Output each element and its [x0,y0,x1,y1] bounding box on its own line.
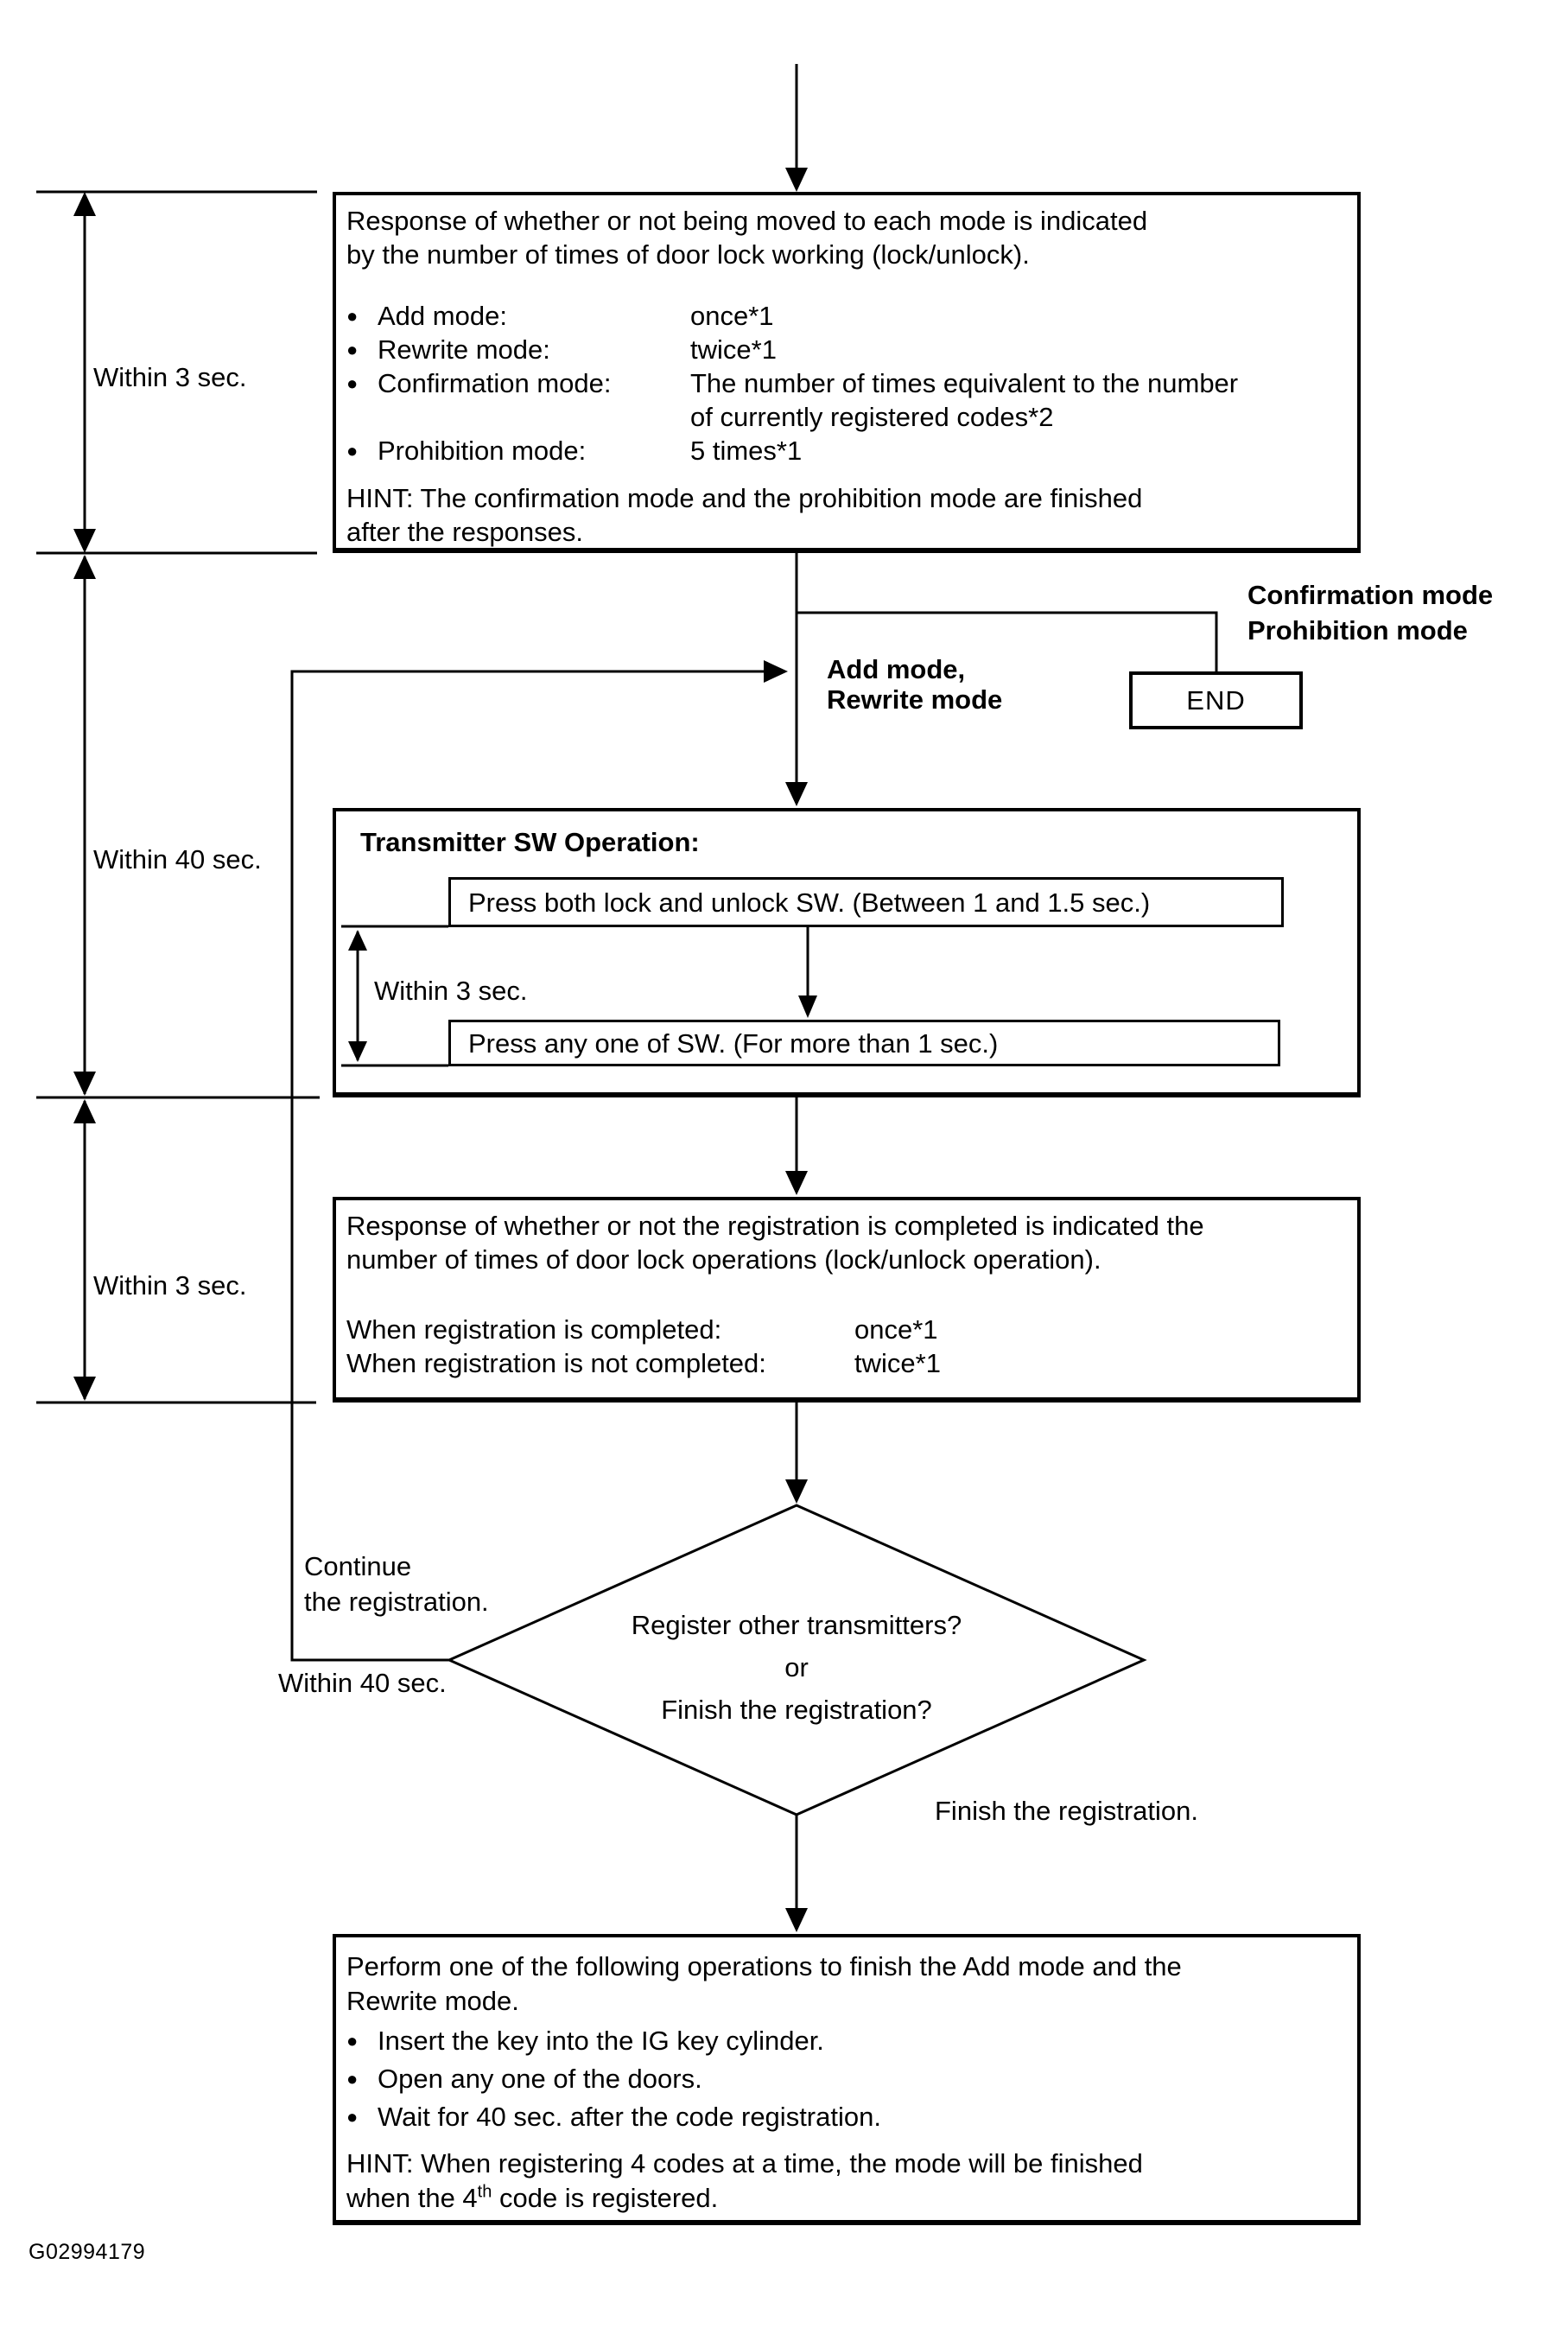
arrowhead-entry [785,168,808,192]
finish-bullet-3: ● Wait for 40 sec. after the code regist… [346,2098,1347,2136]
arrowheads [73,168,817,1932]
end-terminator: END [1129,671,1303,729]
mode-response-line2: by the number of times of door lock work… [346,239,1030,270]
mode-response-box: Response of whether or not being moved t… [333,192,1361,553]
arrowhead-span2-down [73,1072,96,1096]
transmitter-step2-box: Press any one of SW. (For more than 1 se… [448,1020,1280,1066]
finish-registration-label: Finish the registration. [935,1796,1198,1826]
within-40-sec-label: Within 40 sec. [278,1668,447,1698]
transmitter-operation-box: Transmitter SW Operation: Press both loc… [333,808,1361,1097]
arrowhead-inner-down [348,1041,367,1062]
registration-response-box: Response of whether or not the registrat… [333,1197,1361,1403]
registration-not-completed-row: When registration is not completed: twic… [346,1348,941,1378]
arrowhead-into-finish [785,1908,808,1932]
mode-hint-line1: HINT: The confirmation mode and the proh… [346,483,1143,513]
transmitter-within-label: Within 3 sec. [374,976,528,1006]
arrowhead-span2-up [73,555,96,579]
bullet-dot: ● [346,440,359,461]
flow-lines [36,64,1218,1910]
bullet-dot: ● [346,372,359,394]
finish-bullet-1: ● Insert the key into the IG key cylinde… [346,2022,1347,2060]
transmitter-box-title: Transmitter SW Operation: [360,827,700,857]
bullet-dot: ● [346,2030,359,2051]
finish-line1: Perform one of the following operations … [346,1951,1182,1981]
line-branch-to-end [797,611,1218,671]
registration-response-line1: Response of whether or not the registrat… [346,1211,1204,1241]
bullet-dot: ● [346,305,359,327]
figure-id: G02994179 [29,2240,146,2264]
mode-bullet-rewrite: ● Rewrite mode: twice*1 [346,334,777,365]
bullet-dot: ● [346,2068,359,2089]
mode-bullet-add: ● Add mode: once*1 [346,301,774,331]
confirmation-prohibition-label: Confirmation mode Prohibition mode [1247,580,1494,646]
arrowhead-span1-down [73,529,96,553]
arrowhead-span1-up [73,192,96,216]
arrowhead-into-diamond [785,1479,808,1504]
mode-bullet-confirmation: ● Confirmation mode: The number of times… [346,368,1239,432]
timeline-span2-label: Within 40 sec. [93,844,262,875]
decision-diamond-text: Register other transmitters? or Finish t… [631,1610,962,1725]
registration-completed-row: When registration is completed: once*1 [346,1314,938,1345]
bullet-dot: ● [346,339,359,360]
mode-response-line1: Response of whether or not being moved t… [346,206,1148,236]
arrowhead-step1-step2 [798,995,817,1018]
finish-bullet-2: ● Open any one of the doors. [346,2060,1347,2098]
timeline-span1-label: Within 3 sec. [93,362,247,392]
add-rewrite-label: Add mode, Rewrite mode [827,654,1003,715]
mode-bullet-prohibition: ● Prohibition mode: 5 times*1 [346,436,803,466]
arrowhead-into-transmitter [785,782,808,806]
finish-mode-box: Perform one of the following operations … [333,1934,1361,2225]
arrowhead-span3-down [73,1377,96,1401]
finish-line2: Rewrite mode. [346,1986,519,2016]
registration-response-line2: number of times of door lock operations … [346,1244,1101,1275]
finish-hint-line2: when the 4th code is registered. [346,2182,719,2213]
continue-registration-label: Continue the registration. [304,1551,489,1617]
transmitter-step1-box: Press both lock and unlock SW. (Between … [448,877,1284,927]
line-feedback-loop [290,670,764,1662]
finish-hint-line1: HINT: When registering 4 codes at a time… [346,2148,1143,2179]
arrowhead-into-response [785,1171,808,1195]
timeline-span3-label: Within 3 sec. [93,1270,247,1301]
arrowhead-feedback-merge [764,660,788,683]
bullet-dot: ● [346,2106,359,2128]
arrowhead-inner-up [348,930,367,951]
arrowhead-span3-up [73,1099,96,1123]
mode-hint-line2: after the responses. [346,517,583,547]
